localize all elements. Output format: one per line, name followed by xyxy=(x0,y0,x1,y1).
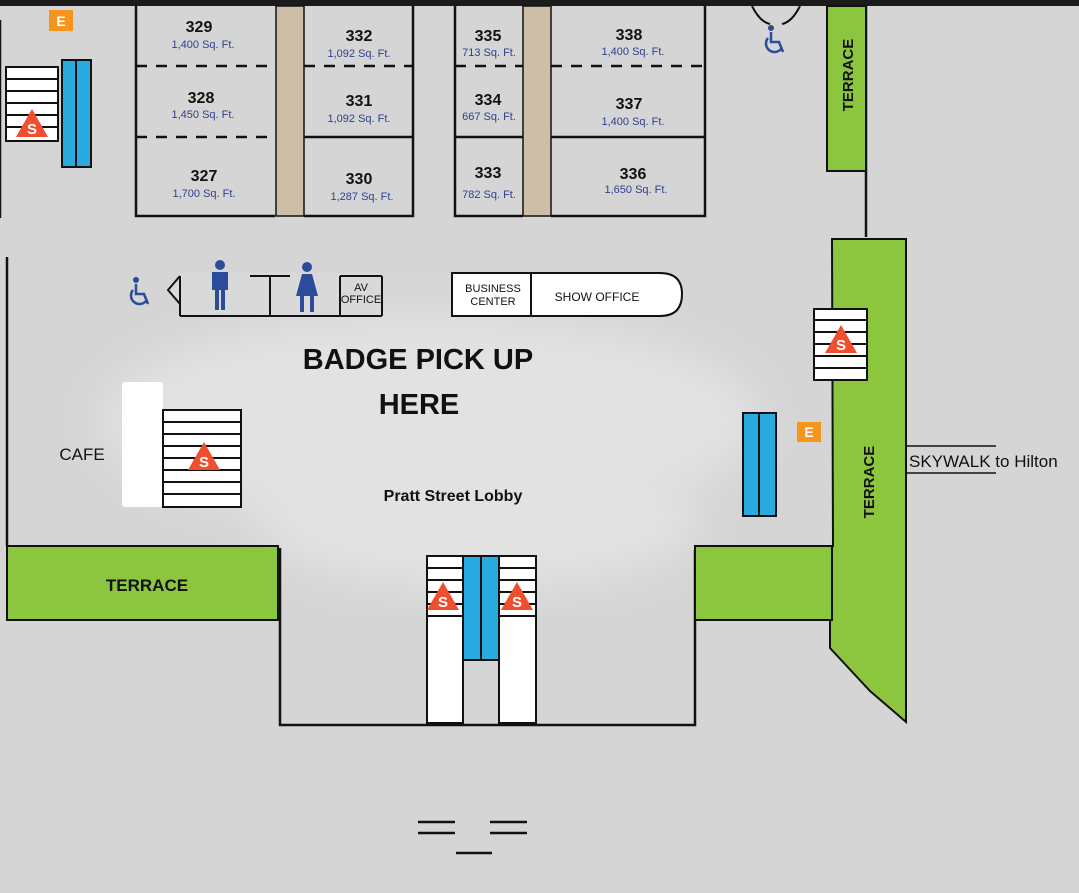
skywalk-label: SKYWALK to Hilton xyxy=(909,452,1058,471)
stairs-label: S xyxy=(836,337,846,354)
room-number: 329 xyxy=(186,19,213,36)
room-number: 334 xyxy=(475,92,502,109)
room-number: 337 xyxy=(616,96,643,113)
room-number: 327 xyxy=(191,168,218,185)
room-number: 338 xyxy=(616,27,643,44)
business-center-label: BUSINESS xyxy=(465,283,521,295)
room-block-2 xyxy=(304,6,415,218)
top-bar xyxy=(0,0,1079,6)
exit-marker-right: E xyxy=(797,422,821,442)
terrace-label: TERRACE xyxy=(840,39,857,112)
stair-marker: S xyxy=(427,582,459,611)
terrace-label: TERRACE xyxy=(861,446,878,519)
stairs-label: S xyxy=(438,594,448,611)
room-area: 1,450 Sq. Ft. xyxy=(172,109,235,121)
business-center-label: CENTER xyxy=(470,296,515,308)
room-block-3 xyxy=(453,6,523,218)
room-block-1 xyxy=(134,6,275,218)
lobby-label: Pratt Street Lobby xyxy=(384,488,523,505)
room-number: 332 xyxy=(346,28,373,45)
room-number: 336 xyxy=(620,166,647,183)
room-number: 328 xyxy=(188,90,215,107)
av-office-label: AV xyxy=(354,282,369,294)
stairs-label: S xyxy=(512,594,522,611)
accessible-entrance-top xyxy=(751,5,801,54)
av-office-label: OFFICE xyxy=(341,294,381,306)
room-area: 1,092 Sq. Ft. xyxy=(328,48,391,60)
room-area: 1,092 Sq. Ft. xyxy=(328,113,391,125)
stairs-label: S xyxy=(27,121,37,138)
room-number: 335 xyxy=(475,28,502,45)
room-area: 1,650 Sq. Ft. xyxy=(605,184,668,196)
room-area: 1,700 Sq. Ft. xyxy=(173,188,236,200)
badge-pickup-title: BADGE PICK UP xyxy=(303,344,533,376)
left-stair-block xyxy=(5,59,92,168)
room-area: 1,400 Sq. Ft. xyxy=(602,46,665,58)
show-office-block: BUSINESS CENTER SHOW OFFICE xyxy=(451,272,684,317)
room-area: 713 Sq. Ft. xyxy=(462,47,516,59)
structural-column-1 xyxy=(275,5,305,217)
terrace-label: TERRACE xyxy=(106,576,188,595)
room-area: 1,400 Sq. Ft. xyxy=(602,116,665,128)
lobby-highlight xyxy=(100,315,760,590)
room-number: 331 xyxy=(346,93,373,110)
badge-pickup-title: HERE xyxy=(379,389,460,421)
cafe-label: CAFE xyxy=(59,445,104,464)
terrace-left: TERRACE xyxy=(6,545,279,621)
skywalk: SKYWALK to Hilton xyxy=(906,445,1058,474)
room-number: 333 xyxy=(475,165,502,182)
woman-icon xyxy=(296,262,318,312)
terrace-top-right: TERRACE xyxy=(826,5,867,172)
exit-label: E xyxy=(56,13,65,29)
room-area: 1,400 Sq. Ft. xyxy=(172,39,235,51)
stair-marker: S xyxy=(501,582,533,611)
stairs-label: S xyxy=(199,454,209,471)
wheelchair-icon xyxy=(129,277,150,306)
central-stairs xyxy=(426,555,537,724)
exit-label: E xyxy=(804,424,813,440)
room-area: 782 Sq. Ft. xyxy=(462,189,516,201)
room-number: 330 xyxy=(346,171,373,188)
restroom-strip: AV OFFICE xyxy=(166,273,383,317)
right-escalator xyxy=(742,412,777,517)
cafe-area: CAFE xyxy=(59,382,242,508)
room-labels: 329 1,400 Sq. Ft. 328 1,450 Sq. Ft. 327 … xyxy=(172,19,668,203)
terrace-connector xyxy=(694,545,833,621)
exit-marker-top: E xyxy=(49,10,73,31)
man-icon xyxy=(212,260,228,310)
stair-marker: S xyxy=(188,442,220,471)
street-entrance-marks xyxy=(418,820,527,855)
structural-column-2 xyxy=(522,5,552,217)
show-office-label: SHOW OFFICE xyxy=(555,290,640,304)
room-block-4 xyxy=(551,6,707,218)
stair-marker: S xyxy=(825,325,857,354)
room-area: 1,287 Sq. Ft. xyxy=(331,191,394,203)
wheelchair-icon xyxy=(764,25,785,54)
room-area: 667 Sq. Ft. xyxy=(462,111,516,123)
stair-marker: S xyxy=(16,109,48,138)
